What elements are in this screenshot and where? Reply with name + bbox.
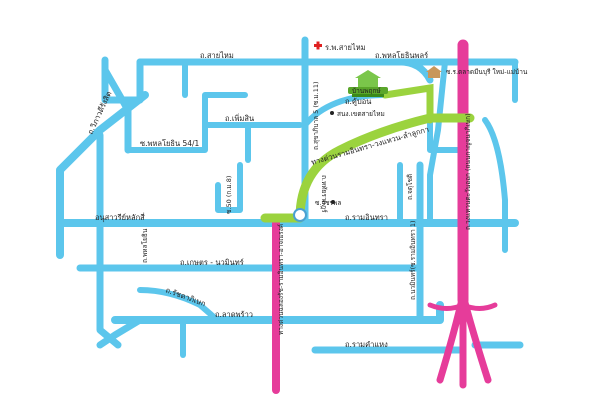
label-phaholyothin-lat: ถ.พหลโยธิน bbox=[141, 228, 149, 263]
label-soi-wachiraphon: ซ.วัชรพล bbox=[315, 199, 341, 207]
road-phahon-yothin bbox=[56, 91, 149, 259]
route-expressway-green bbox=[260, 113, 475, 223]
red-cross-icon bbox=[314, 41, 322, 50]
label-soi-50: ซ.50 (ก.ม.8) bbox=[225, 176, 233, 214]
label-soi-phahon: ถ.สุขาภิบาล 5 (ซ.ม.11) bbox=[312, 81, 320, 150]
route-north-branch bbox=[381, 83, 434, 124]
label-khu-bon: ถ.คู้บอน bbox=[345, 97, 371, 106]
clinic-marker-icon bbox=[330, 111, 334, 115]
road-lat-phrao-sw bbox=[96, 316, 144, 349]
expressway-network bbox=[272, 39, 498, 394]
label-phahon-pol: ถ.พหลโยธินพลร์ bbox=[375, 51, 428, 60]
label-ram-intra: ถ.รามอินทรา bbox=[345, 213, 388, 222]
expressway-outer-ring-connector bbox=[427, 302, 498, 311]
road-left-south bbox=[96, 131, 122, 349]
road-right-loop bbox=[427, 59, 448, 223]
label-phahon-54: ซ.พหลโยธิน 54/1 bbox=[140, 139, 200, 148]
label-kaset-nawamin: ถ.เกษตร - นวมินทร์ bbox=[180, 258, 244, 267]
expressway-outer-ring-spread-3 bbox=[459, 291, 492, 384]
label-ramintra-109: ถ.นวมินทร์(ซ.รามอินทรา 1) bbox=[409, 220, 417, 300]
highlight-route bbox=[260, 83, 475, 223]
label-hatairat: ถ.หทัยราษฎร์ bbox=[320, 175, 328, 213]
label-clinic: สนง.เขตสายไหม bbox=[337, 110, 385, 118]
road-ratchada bbox=[137, 287, 218, 321]
label-ram-khamhaeng: ถ.รามคำแหง bbox=[345, 340, 388, 349]
label-sai-mai: ถ.สายไหม bbox=[200, 51, 234, 60]
road-soi-50 bbox=[215, 162, 243, 213]
label-chatuchot: ถ.จตุโชติ bbox=[406, 174, 414, 200]
label-logo: บ้านพฤกษ์ bbox=[352, 87, 381, 95]
road-right-east bbox=[482, 117, 508, 253]
label-lat-phrao: ถ.ลาดพร้าว bbox=[215, 310, 253, 319]
house-logo-icon bbox=[348, 70, 388, 97]
label-anusawari: อนุสาวรีย์หลักสี่ bbox=[95, 212, 145, 222]
label-expressway-vertical: ทางด่วนฉลองรัช-รามอินทรา-อาจณรงค์ bbox=[277, 224, 285, 335]
road-network bbox=[56, 36, 524, 358]
soi-marker-icon bbox=[331, 200, 335, 204]
label-expressway: ทางด่วนรามอินทรา-วงแหวน-ลำลูกกา bbox=[310, 125, 430, 167]
label-outer-ring: ถ.วงแหวนตะวันออก (ถนนกาญจนาภิเษก) bbox=[464, 113, 472, 230]
interchange-marker bbox=[293, 208, 307, 222]
label-phum-sin: ถ.เพิ่มสิน bbox=[225, 113, 254, 123]
building-icon bbox=[426, 66, 442, 78]
label-safari: ซ.ร.ตลาดมีนบุรี ใหม่-แม่บ้าน bbox=[446, 68, 528, 76]
label-hospital: ร.พ.สายไหม bbox=[325, 43, 366, 52]
road-right-connector bbox=[427, 117, 463, 153]
